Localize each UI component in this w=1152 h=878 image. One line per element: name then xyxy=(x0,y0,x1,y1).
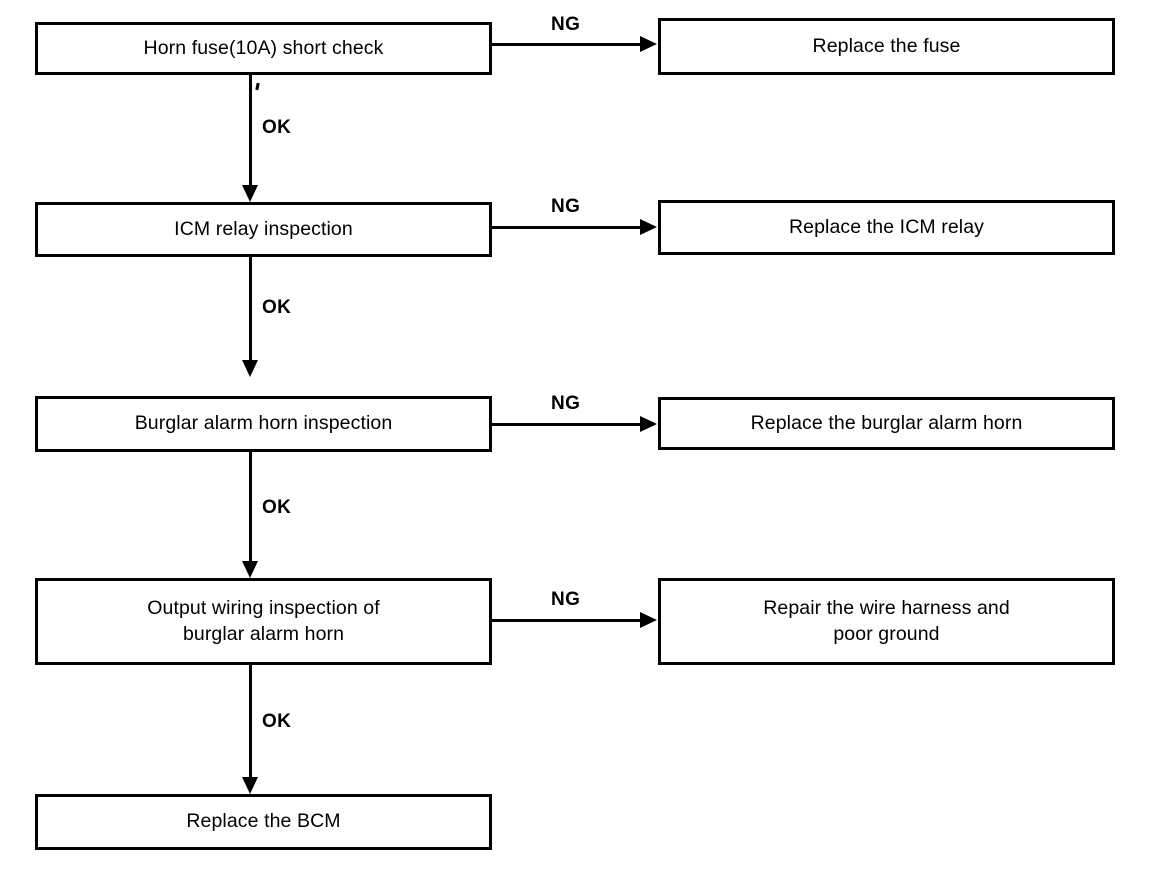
ok-arrowhead-step-2 xyxy=(242,360,258,377)
check-box-step-2-label: ICM relay inspection xyxy=(174,217,353,240)
ng-line-step-3 xyxy=(492,423,640,426)
terminal-box-label: Replace the BCM xyxy=(186,810,341,833)
ng-line-step-4 xyxy=(492,619,640,622)
ok-label-step-3: OK xyxy=(262,497,292,518)
action-box-step-4[interactable]: Repair the wire harness and poor ground xyxy=(658,578,1115,665)
action-box-step-2[interactable]: Replace the ICM relay xyxy=(658,200,1115,255)
ok-line-step-1 xyxy=(249,75,252,185)
scan-artifact-mark xyxy=(255,82,260,91)
check-box-step-1[interactable]: Horn fuse(10A) short check xyxy=(35,22,492,75)
ok-label-step-4: OK xyxy=(262,711,292,732)
check-box-step-3[interactable]: Burglar alarm horn inspection xyxy=(35,396,492,452)
ng-label-step-3: NG xyxy=(551,393,581,414)
ok-arrowhead-step-4 xyxy=(242,777,258,794)
ng-arrowhead-step-4 xyxy=(640,612,657,628)
ok-line-step-4 xyxy=(249,665,252,777)
ok-line-step-3 xyxy=(249,452,252,561)
check-box-step-3-label: Burglar alarm horn inspection xyxy=(134,412,393,435)
action-box-step-1-label: Replace the fuse xyxy=(812,34,961,57)
action-box-step-3-label: Replace the burglar alarm horn xyxy=(750,411,1023,434)
ng-label-step-2: NG xyxy=(551,196,581,217)
check-box-step-1-label: Horn fuse(10A) short check xyxy=(143,36,384,59)
action-box-step-3[interactable]: Replace the burglar alarm horn xyxy=(658,397,1115,450)
ng-line-step-2 xyxy=(492,226,640,229)
action-box-step-4-label: Repair the wire harness and poor ground xyxy=(763,596,1010,645)
ok-label-step-2: OK xyxy=(262,297,292,318)
ng-label-step-4: NG xyxy=(551,589,581,610)
ng-line-step-1 xyxy=(492,43,640,46)
check-box-step-2[interactable]: ICM relay inspection xyxy=(35,202,492,257)
ok-label-step-1: OK xyxy=(262,117,292,138)
ng-arrowhead-step-1 xyxy=(640,36,657,52)
action-box-step-2-label: Replace the ICM relay xyxy=(788,215,984,238)
ok-arrowhead-step-3 xyxy=(242,561,258,578)
ok-line-step-2 xyxy=(249,257,252,360)
check-box-step-4[interactable]: Output wiring inspection of burglar alar… xyxy=(35,578,492,665)
ng-label-step-1: NG xyxy=(551,14,581,35)
ok-arrowhead-step-1 xyxy=(242,185,258,202)
action-box-step-1[interactable]: Replace the fuse xyxy=(658,18,1115,75)
terminal-box-replace-bcm[interactable]: Replace the BCM xyxy=(35,794,492,850)
ng-arrowhead-step-3 xyxy=(640,416,657,432)
ng-arrowhead-step-2 xyxy=(640,219,657,235)
check-box-step-4-label: Output wiring inspection of burglar alar… xyxy=(147,596,380,645)
